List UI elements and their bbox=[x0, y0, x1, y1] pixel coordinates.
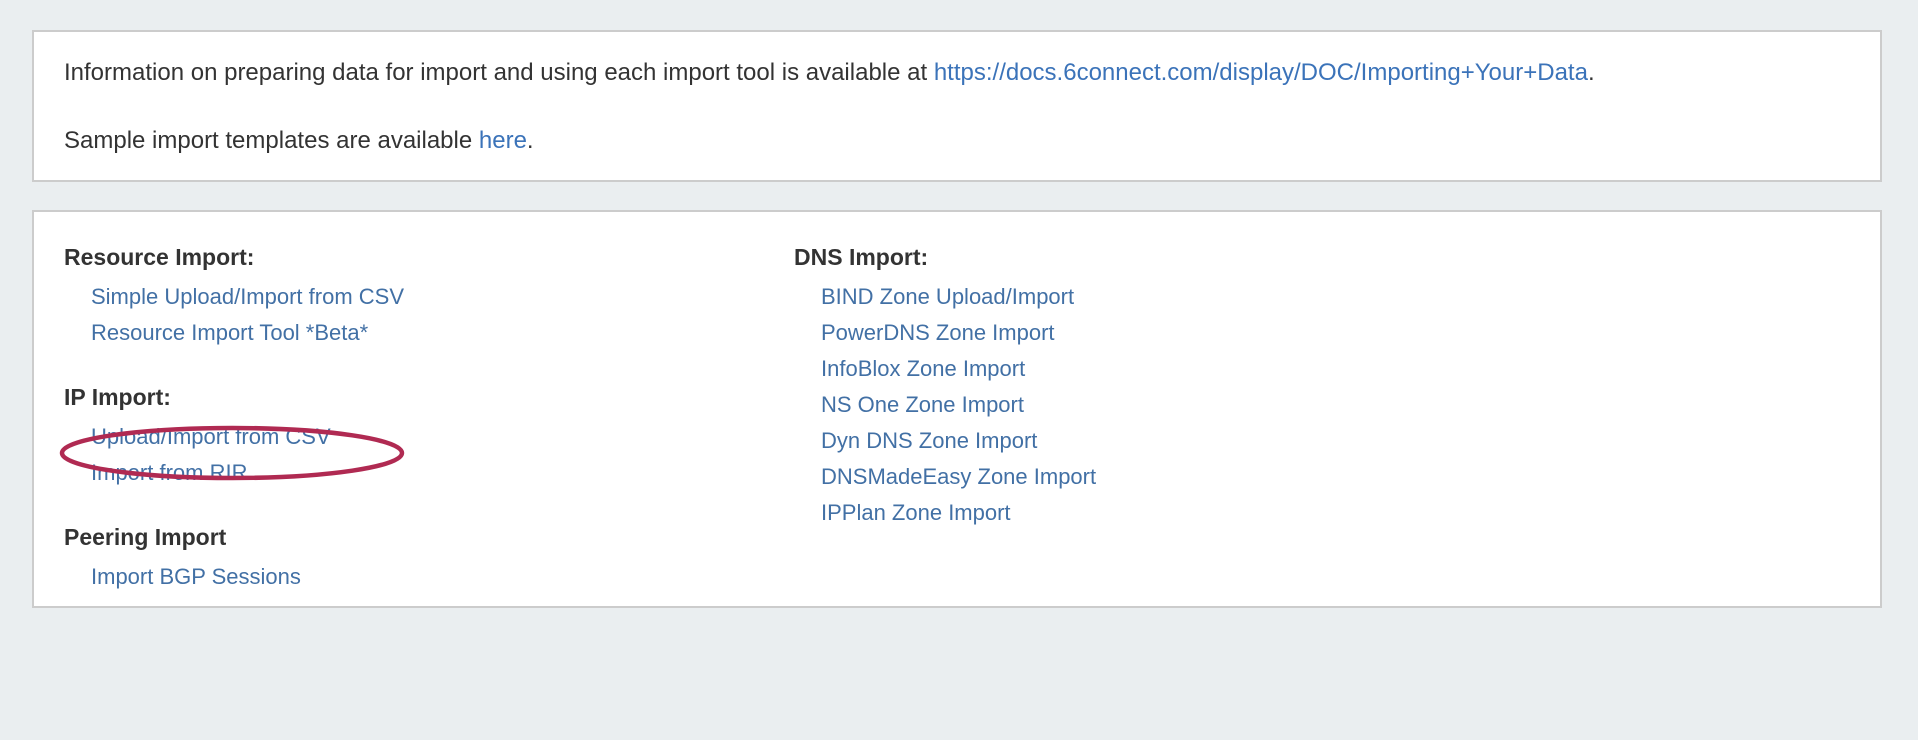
info-line-templates-suffix: . bbox=[526, 127, 534, 154]
info-line-documentation-suffix: . bbox=[1587, 59, 1595, 86]
link-ns-one-zone-import[interactable]: NS One Zone Import bbox=[821, 392, 1024, 417]
link-list-peering-import: Import BGP Sessions bbox=[64, 560, 794, 596]
list-item: Import from RIR bbox=[91, 456, 794, 492]
list-item: PowerDNS Zone Import bbox=[821, 316, 1850, 352]
import-tools-columns: Resource Import: Simple Upload/Import fr… bbox=[64, 242, 1850, 596]
group-resource-import: Resource Import: Simple Upload/Import fr… bbox=[64, 242, 794, 352]
link-infoblox-zone-import[interactable]: InfoBlox Zone Import bbox=[821, 356, 1026, 381]
group-title-dns-import: DNS Import: bbox=[794, 244, 929, 270]
list-item: IPPlan Zone Import bbox=[821, 496, 1850, 532]
list-item: Dyn DNS Zone Import bbox=[821, 424, 1850, 460]
list-item: InfoBlox Zone Import bbox=[821, 352, 1850, 388]
list-item: Simple Upload/Import from CSV bbox=[91, 280, 794, 316]
group-peering-import: Peering Import Import BGP Sessions bbox=[64, 522, 794, 596]
group-ip-import: IP Import: Upload/Import from CSV Import… bbox=[64, 382, 794, 492]
link-list-dns-import: BIND Zone Upload/Import PowerDNS Zone Im… bbox=[794, 280, 1850, 532]
link-import-bgp-sessions[interactable]: Import BGP Sessions bbox=[91, 564, 301, 589]
list-item: DNSMadeEasy Zone Import bbox=[821, 460, 1850, 496]
group-dns-import: DNS Import: BIND Zone Upload/Import Powe… bbox=[794, 242, 1850, 532]
link-list-ip-import: Upload/Import from CSV Import from RIR bbox=[64, 420, 794, 492]
link-list-resource-import: Simple Upload/Import from CSV Resource I… bbox=[64, 280, 794, 352]
group-title-ip-import: IP Import: bbox=[64, 384, 171, 410]
info-line-templates: Sample import templates are available he… bbox=[64, 126, 1850, 156]
link-dyn-dns-zone-import[interactable]: Dyn DNS Zone Import bbox=[821, 428, 1038, 453]
sample-templates-link[interactable]: here bbox=[478, 127, 527, 154]
list-item: NS One Zone Import bbox=[821, 388, 1850, 424]
info-line-documentation: Information on preparing data for import… bbox=[64, 58, 1850, 88]
link-resource-import-tool-beta[interactable]: Resource Import Tool *Beta* bbox=[91, 320, 369, 345]
group-title-peering-import: Peering Import bbox=[64, 524, 227, 550]
group-title-resource-import: Resource Import: bbox=[64, 244, 255, 270]
info-line-templates-prefix: Sample import templates are available bbox=[64, 127, 479, 154]
info-line-documentation-prefix: Information on preparing data for import… bbox=[64, 59, 934, 86]
link-dnsmadeeasy-zone-import[interactable]: DNSMadeEasy Zone Import bbox=[821, 464, 1097, 489]
link-simple-upload-import-from-csv[interactable]: Simple Upload/Import from CSV bbox=[91, 284, 404, 309]
import-tools-panel: Resource Import: Simple Upload/Import fr… bbox=[32, 210, 1882, 608]
list-item: BIND Zone Upload/Import bbox=[821, 280, 1850, 316]
link-powerdns-zone-import[interactable]: PowerDNS Zone Import bbox=[821, 320, 1055, 345]
link-ipplan-zone-import[interactable]: IPPlan Zone Import bbox=[821, 500, 1011, 525]
list-item: Import BGP Sessions bbox=[91, 560, 794, 596]
link-bind-zone-upload-import[interactable]: BIND Zone Upload/Import bbox=[821, 284, 1075, 309]
documentation-link[interactable]: https://docs.6connect.com/display/DOC/Im… bbox=[933, 59, 1588, 86]
list-item: Resource Import Tool *Beta* bbox=[91, 316, 794, 352]
list-item: Upload/Import from CSV bbox=[91, 420, 794, 456]
info-panel: Information on preparing data for import… bbox=[32, 30, 1882, 182]
right-column: DNS Import: BIND Zone Upload/Import Powe… bbox=[794, 242, 1850, 532]
link-import-from-rir[interactable]: Import from RIR bbox=[91, 460, 248, 485]
link-upload-import-from-csv[interactable]: Upload/Import from CSV bbox=[91, 424, 331, 449]
left-column: Resource Import: Simple Upload/Import fr… bbox=[64, 242, 794, 596]
